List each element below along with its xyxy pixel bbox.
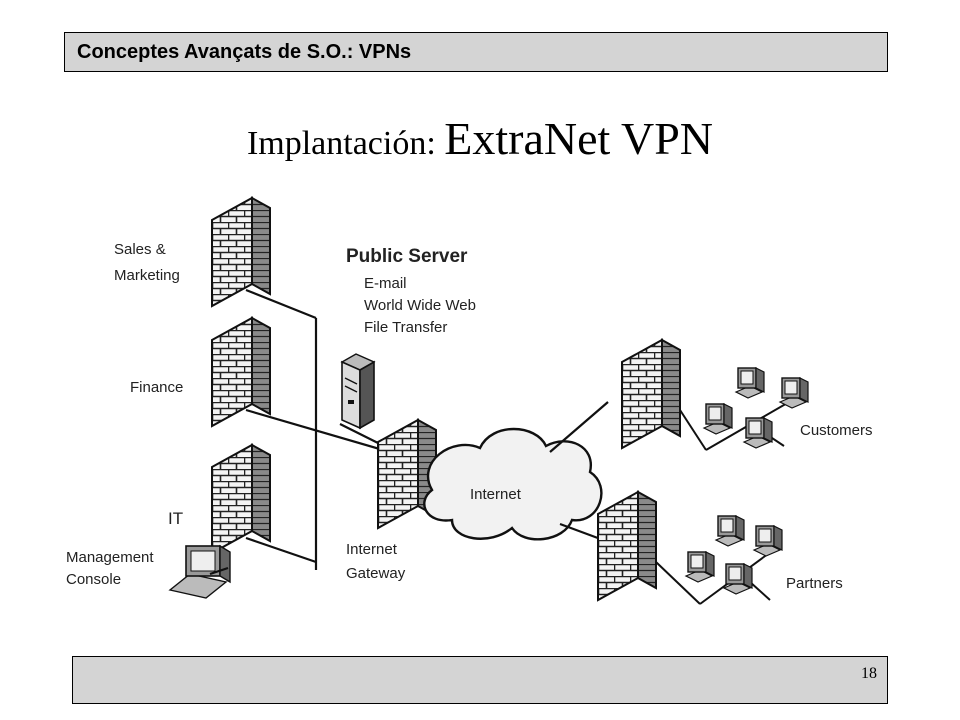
sales-label-line1: Sales & <box>114 241 166 258</box>
partners-label: Partners <box>786 575 843 592</box>
internet-cloud-icon <box>423 427 603 541</box>
public-server-service-3: File Transfer <box>364 319 447 336</box>
partner-pc-4-icon <box>723 563 753 595</box>
sales-label-line2: Marketing <box>114 267 180 284</box>
firewall-it-icon <box>211 444 271 554</box>
slide-title-part1: Implantación: <box>246 125 445 162</box>
management-label-line1: Management <box>66 549 154 566</box>
customer-pc-2-icon <box>779 377 809 409</box>
customer-pc-3-icon <box>703 403 733 435</box>
firewall-finance-icon <box>211 317 271 427</box>
gateway-label-line2: Gateway <box>346 565 406 582</box>
customers-label: Customers <box>800 422 873 439</box>
page-number: 18 <box>861 665 877 682</box>
customers-lan-lines <box>679 397 797 451</box>
internet-label: Internet <box>470 486 522 503</box>
firewall-sales-icon <box>211 197 271 307</box>
gateway-label-line1: Internet <box>346 541 398 558</box>
partner-pc-1-icon <box>715 515 745 547</box>
header-title: Conceptes Avançats de S.O.: VPNs <box>77 41 412 63</box>
public-server-icon <box>340 353 376 430</box>
partner-pc-3-icon <box>685 551 715 583</box>
public-server-service-2: World Wide Web <box>364 297 476 314</box>
it-label: IT <box>168 509 183 528</box>
public-server-title: Public Server <box>346 246 468 267</box>
customer-pc-4-icon <box>743 417 773 449</box>
public-server-service-1: E-mail <box>364 275 407 292</box>
header-bar: Conceptes Avançats de S.O.: VPNs <box>64 32 888 72</box>
footer-bar: 18 <box>72 656 888 704</box>
finance-label: Finance <box>130 379 183 396</box>
partners-lan-lines <box>655 547 777 605</box>
firewall-customers-icon <box>621 339 681 449</box>
partner-pc-2-icon <box>753 525 783 557</box>
firewall-partners-icon <box>597 491 657 601</box>
customer-pc-1-icon <box>735 367 765 399</box>
slide-title: Implantación: ExtraNet VPN <box>0 112 960 165</box>
management-console-icon <box>168 544 231 599</box>
management-label-line2: Console <box>66 571 121 588</box>
slide-title-part2: ExtraNet VPN <box>444 113 714 164</box>
extranet-diagram: Sales & Marketing Finance IT Management … <box>66 197 873 605</box>
